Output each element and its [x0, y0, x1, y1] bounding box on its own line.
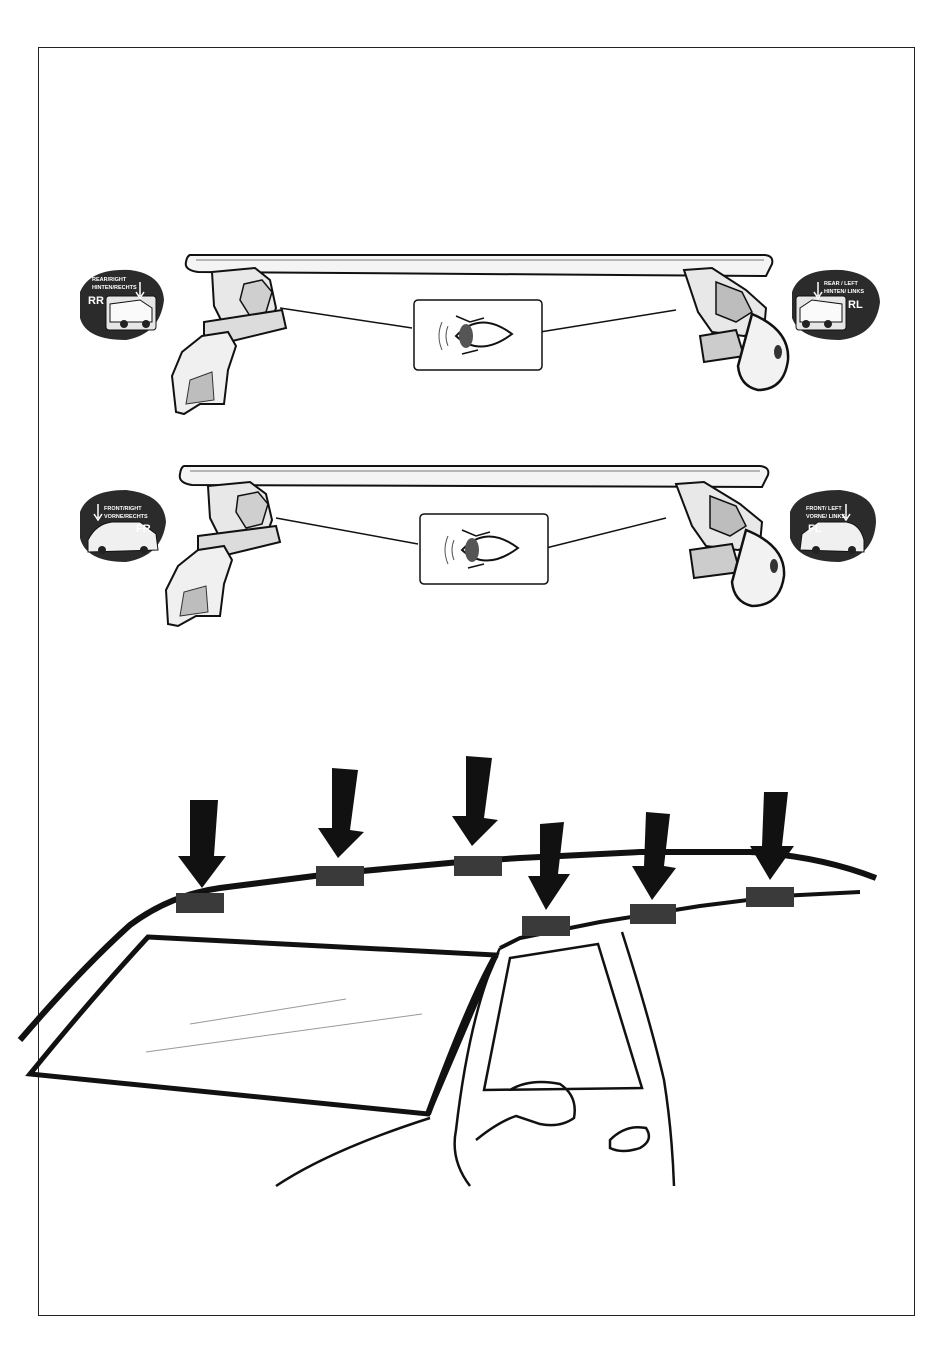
inspect-eye-box-rear: [414, 300, 542, 370]
hand-icon: [166, 546, 232, 626]
door-handle: [610, 1127, 649, 1151]
roof-pad: [522, 916, 570, 936]
badge-rl-line1: REAR / LEFT: [824, 281, 859, 287]
rear-roof-bar-assembly: REAR/RIGHT HINTEN/RECHTS RR REAR / LEFT …: [80, 255, 880, 414]
badge-fr-code: FR: [136, 523, 151, 535]
roof-outer-line: [20, 852, 876, 1040]
rear-right-foot: [172, 268, 286, 414]
car-roof-illustration: [20, 756, 876, 1186]
windshield: [30, 937, 496, 1114]
badge-fl-code: FL: [808, 523, 822, 535]
badge-front-left: FRONT/ LEFT VORNE/ LINKS FL: [790, 490, 876, 562]
badge-rl-line2: HINTEN/ LINKS: [824, 289, 864, 295]
roof-pad: [316, 866, 364, 886]
badge-fr-line2: VORNE/RECHTS: [104, 514, 148, 520]
badge-rr-line1: REAR/RIGHT: [92, 277, 127, 283]
arrow-down-icon: [318, 768, 364, 858]
inspect-eye-box-front: [420, 514, 548, 584]
front-right-foot: [166, 482, 280, 626]
badge-rr-line2: HINTEN/RECHTS: [92, 285, 137, 291]
roof-pad: [454, 856, 502, 876]
arrow-down-icon: [528, 822, 570, 910]
badge-rl-code: RL: [848, 299, 863, 311]
front-roof-bar-assembly: FRONT/RIGHT VORNE/RECHTS FR FRONT/ LEFT …: [80, 466, 876, 626]
side-window: [484, 944, 642, 1090]
badge-fl-line2: VORNE/ LINKS: [806, 514, 845, 520]
arrow-down-icon: [750, 792, 794, 880]
roof-pad: [630, 904, 676, 924]
front-left-foot: [676, 482, 784, 606]
rear-left-foot: [684, 268, 788, 390]
badge-rear-left: REAR / LEFT HINTEN/ LINKS RL: [792, 270, 880, 340]
badge-rr-code: RR: [88, 295, 104, 307]
badge-front-right: FRONT/RIGHT VORNE/RECHTS FR: [80, 490, 166, 562]
badge-rear-right: REAR/RIGHT HINTEN/RECHTS RR: [80, 270, 164, 340]
badge-fr-line1: FRONT/RIGHT: [104, 506, 142, 512]
arrow-down-icon: [632, 812, 676, 900]
roof-pad: [746, 887, 794, 907]
arrow-down-icon: [178, 800, 226, 888]
roof-pad: [176, 893, 224, 913]
badge-fl-line1: FRONT/ LEFT: [806, 506, 842, 512]
arrow-down-icon: [452, 756, 498, 846]
